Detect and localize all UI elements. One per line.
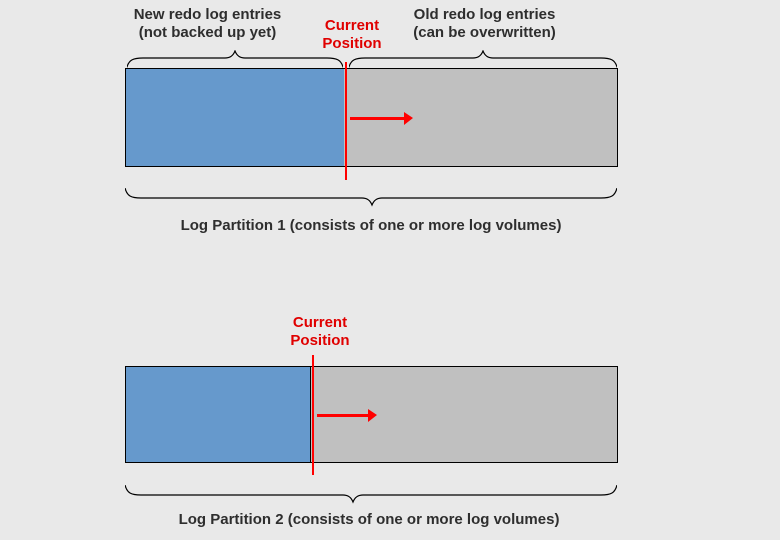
brace-up-new-entries-icon <box>127 50 343 68</box>
log-bar-2-new-entries-segment <box>126 367 311 462</box>
brace-up-old-entries-icon <box>349 50 617 68</box>
old-redo-entries-label: Old redo log entries (can be overwritten… <box>413 6 556 41</box>
write-direction-arrow-1-icon <box>350 112 414 125</box>
write-direction-arrow-2-icon <box>317 409 379 422</box>
partition-1-caption: Log Partition 1 (consists of one or more… <box>180 217 562 234</box>
new-redo-entries-label: New redo log entries (not backed up yet) <box>133 6 282 41</box>
partition-2-caption: Log Partition 2 (consists of one or more… <box>178 511 560 528</box>
log-bar-1-new-entries-segment <box>126 69 344 166</box>
current-position-line-1 <box>345 62 347 180</box>
brace-down-partition-1-icon <box>125 188 617 207</box>
current-position-label-1: Current Position <box>322 17 382 52</box>
current-position-label-2: Current Position <box>290 314 350 349</box>
current-position-line-2 <box>312 355 314 475</box>
brace-down-partition-2-icon <box>125 485 617 504</box>
log-bar-1 <box>125 68 618 167</box>
